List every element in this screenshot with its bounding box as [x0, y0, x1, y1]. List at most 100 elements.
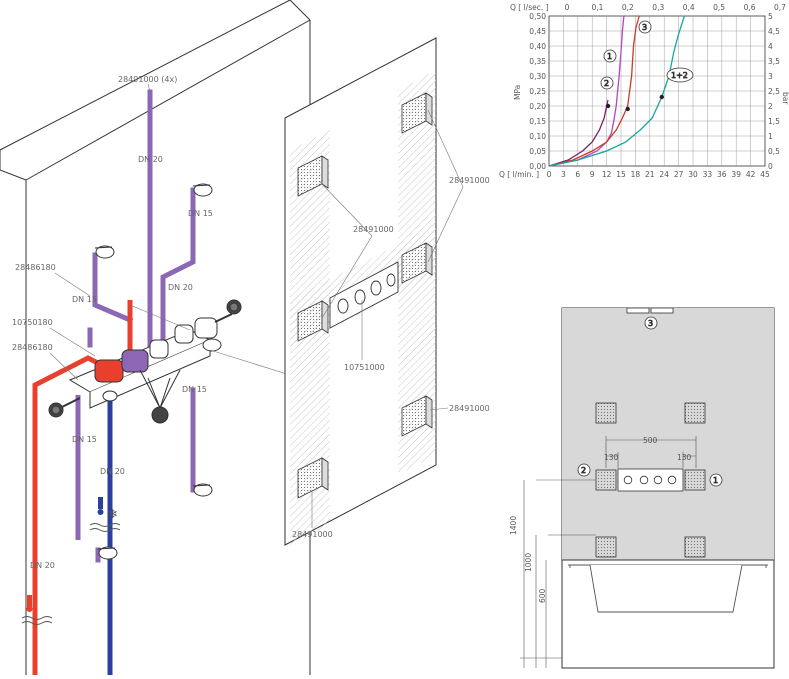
jet-mid-right	[401, 242, 433, 284]
callout-1: 1	[709, 473, 723, 487]
mpa-tick-label: 0,00	[529, 162, 546, 171]
connector-line	[209, 349, 291, 376]
bottom-tick-label: 6	[575, 170, 580, 179]
overhead-shower: 3	[626, 307, 674, 330]
top-tick-label: 0,2	[622, 3, 634, 12]
chart-markers	[605, 94, 664, 112]
plan-jets	[595, 402, 706, 558]
top-tick-label: 0,3	[652, 3, 664, 12]
mpa-tick-label: 0,15	[529, 117, 546, 126]
chart-grid	[548, 15, 766, 167]
label-jet-bottom: 28491000	[292, 530, 333, 539]
mixed-water-pipes	[87, 89, 196, 563]
svg-text:3: 3	[642, 23, 647, 32]
plan-wall-area	[562, 308, 774, 560]
mpa-tick-label: 0,05	[529, 147, 546, 156]
q-sec-label: Q [ l/sec. ]	[510, 3, 549, 12]
jet-lower-right	[401, 395, 433, 437]
plan-dimension-labels: 500 130 130 1400 1000 600	[509, 436, 692, 603]
bottom-tick-label: 30	[688, 170, 698, 179]
label-dn20-b: DN 20	[168, 283, 193, 292]
label-thermostat: 10751000	[344, 363, 385, 372]
mpa-tick-label: 0,40	[529, 42, 546, 51]
installation-diagram: ❄ 28491000 (4x) DN 20 DN 15 DN 20 284861…	[0, 0, 311, 675]
plan-jet-top-right	[684, 402, 706, 424]
plan-jet-bottom-right	[684, 536, 706, 558]
body-jets	[297, 92, 433, 499]
bar-tick-label: 3	[768, 72, 773, 81]
mpa-axis-label: MPa	[513, 85, 522, 100]
outlet-bottom	[192, 483, 213, 497]
bottom-tick-label: 15	[616, 170, 626, 179]
mpa-tick-label: 0,20	[529, 102, 546, 111]
valve-assembly	[48, 299, 242, 424]
bar-tick-label: 0,5	[768, 147, 780, 156]
label-part-10750180: 10750180	[12, 318, 53, 327]
mpa-tick-label: 0,35	[529, 57, 546, 66]
outlet-lower	[97, 546, 118, 560]
shower-panel: 28491000 28491000 10751000 28491000 2849…	[284, 37, 490, 546]
label-dn20-a: DN 20	[138, 155, 163, 164]
dim-500: 500	[643, 436, 658, 445]
hot-water-symbol	[21, 595, 53, 625]
bottom-tick-label: 33	[703, 170, 713, 179]
bar-tick-label: 0	[768, 162, 773, 171]
bar-tick-label: 4	[768, 42, 773, 51]
plan-jet-mid-left	[595, 469, 617, 491]
label-dn15-a: DN 15	[188, 209, 213, 218]
label-dn20-c: DN 20	[100, 467, 125, 476]
label-jet-lower-right: 28491000	[449, 404, 490, 413]
callout-3: 3	[648, 319, 653, 328]
svg-text:1: 1	[607, 52, 612, 61]
label-part-28486180-bottom: 28486180	[12, 343, 53, 352]
svg-text:2: 2	[581, 466, 586, 475]
curve-callout-2: 2	[600, 76, 614, 90]
callout-2: 2	[577, 463, 591, 477]
bottom-tick-label: 0	[547, 170, 552, 179]
svg-text:1+2: 1+2	[671, 71, 688, 80]
curve-callout-1-2: 1+2	[666, 67, 694, 83]
label-dn15-c: DN 15	[72, 435, 97, 444]
bottom-tick-label: 27	[674, 170, 684, 179]
cold-water-symbol: ❄	[89, 497, 121, 532]
panel-labels: 28491000 28491000 10751000 28491000 2849…	[292, 109, 490, 539]
snowflake-icon: ❄	[108, 507, 118, 521]
top-tick-label: 0,1	[591, 3, 603, 12]
jet-upper-right	[401, 92, 433, 134]
jet-bottom-left	[297, 457, 329, 499]
label-panel-jets-left: 28491000	[353, 225, 394, 234]
q-min-label: Q [ l/min. ]	[499, 170, 539, 179]
top-tick-label: 0,5	[713, 3, 725, 12]
label-top-pipe: 28491000 (4x)	[118, 75, 177, 84]
bar-tick-label: 2	[768, 102, 773, 111]
svg-text:1: 1	[713, 476, 718, 485]
wall-block	[0, 0, 311, 675]
chart-curve-1	[548, 15, 625, 167]
dim-1400: 1400	[509, 516, 518, 535]
bottom-tick-label: 36	[717, 170, 727, 179]
curve-callout-3: 3	[638, 20, 652, 34]
plan-jet-bottom-left	[595, 536, 617, 558]
hot-water-pipe	[32, 300, 133, 675]
chart-right-ticks: 00,511,522,533,544,55	[768, 12, 780, 171]
bottom-tick-label: 21	[645, 170, 655, 179]
label-dn15-d: DN 15	[182, 385, 207, 394]
chart-marker-3	[625, 106, 630, 112]
plan-thermostat	[617, 468, 684, 492]
top-tick-label: 0	[565, 3, 570, 12]
chart-curve-2	[548, 99, 609, 167]
mpa-tick-label: 0,10	[529, 132, 546, 141]
plan-callouts: 1 2	[577, 463, 723, 487]
mpa-tick-label: 0,50	[529, 12, 546, 21]
top-tick-label: 0,7	[774, 3, 786, 12]
mpa-tick-label: 0,30	[529, 72, 546, 81]
dim-600: 600	[538, 588, 547, 603]
dim-130-right: 130	[677, 453, 692, 462]
chart-marker-2	[605, 103, 611, 109]
chart-curves	[548, 15, 686, 167]
chart-curve-3	[548, 15, 640, 167]
